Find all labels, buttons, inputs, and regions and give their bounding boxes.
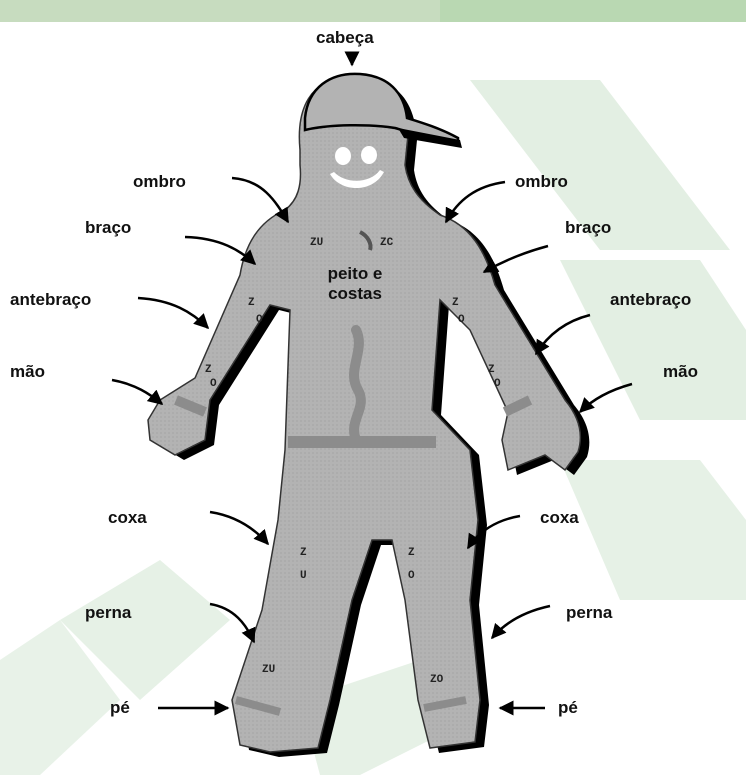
belt xyxy=(288,436,436,448)
arrow-hand-left xyxy=(112,380,162,404)
svg-text:Z: Z xyxy=(248,297,255,309)
svg-text:Z: Z xyxy=(300,547,307,559)
label-chest-line1: peito e xyxy=(300,264,410,284)
arrow-forearm-left xyxy=(138,298,208,328)
label-hand-right: mão xyxy=(663,362,698,382)
label-head: cabeça xyxy=(316,28,374,48)
svg-text:ZU: ZU xyxy=(262,664,275,676)
label-thigh-right: coxa xyxy=(540,508,579,528)
svg-text:ZO: ZO xyxy=(430,674,444,686)
label-chest-line2: costas xyxy=(300,284,410,304)
svg-text:Z: Z xyxy=(205,364,212,376)
label-foot-left: pé xyxy=(110,698,130,718)
svg-text:O: O xyxy=(458,314,465,326)
svg-text:O: O xyxy=(256,314,263,326)
label-chest-back: peito e costas xyxy=(300,264,410,304)
svg-text:Z: Z xyxy=(408,547,415,559)
label-forearm-left: antebraço xyxy=(10,290,91,310)
arrow-leg-right xyxy=(492,606,550,638)
label-shoulder-left: ombro xyxy=(133,172,186,192)
arrow-forearm-right xyxy=(536,315,590,354)
arrow-shoulder-right xyxy=(446,182,505,222)
svg-text:Z: Z xyxy=(452,297,459,309)
label-hand-left: mão xyxy=(10,362,45,382)
label-arm-right: braço xyxy=(565,218,611,238)
label-arm-left: braço xyxy=(85,218,131,238)
spine-mark xyxy=(354,330,361,440)
arrow-arm-right xyxy=(484,246,548,272)
svg-text:ZC: ZC xyxy=(380,237,394,249)
svg-text:Z: Z xyxy=(488,364,495,376)
label-shoulder-right: ombro xyxy=(515,172,568,192)
label-thigh-left: coxa xyxy=(108,508,147,528)
svg-text:ZU: ZU xyxy=(310,237,323,249)
label-forearm-right: antebraço xyxy=(610,290,691,310)
svg-text:O: O xyxy=(210,378,217,390)
arrow-thigh-left xyxy=(210,512,268,544)
label-leg-left: perna xyxy=(85,603,131,623)
svg-text:O: O xyxy=(494,378,501,390)
svg-text:O: O xyxy=(408,570,415,582)
label-foot-right: pé xyxy=(558,698,578,718)
svg-text:U: U xyxy=(300,570,307,582)
label-leg-right: perna xyxy=(566,603,612,623)
